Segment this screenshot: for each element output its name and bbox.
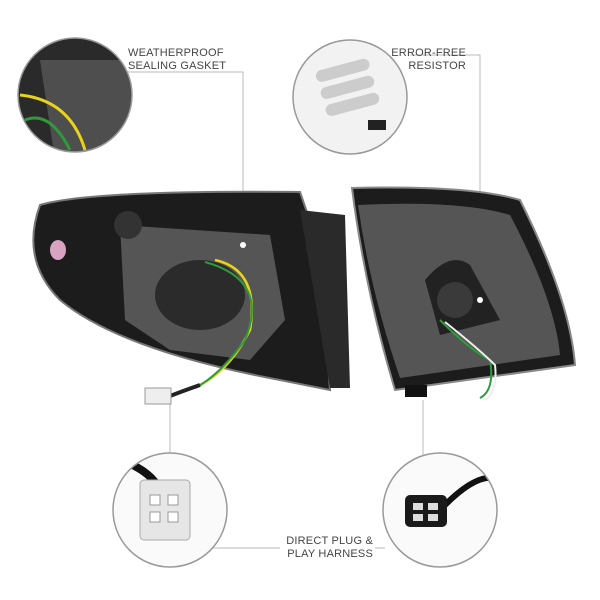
gasket-callout: WEATHERPROOF SEALING GASKET xyxy=(128,47,226,73)
inset-gasket-detail xyxy=(17,37,133,153)
resistor-callout: ERROR-FREE RESISTOR xyxy=(391,47,466,73)
harness-callout: DIRECT PLUG & PLAY HARNESS xyxy=(285,535,373,561)
harness-callout-line1: DIRECT PLUG & xyxy=(286,535,373,547)
left-tail-lamp xyxy=(32,190,350,405)
resistor-callout-line1: ERROR-FREE xyxy=(391,47,466,59)
inset-resistor-detail xyxy=(292,39,408,155)
inset-plug-detail xyxy=(112,452,228,568)
gasket-callout-line1: WEATHERPROOF xyxy=(128,47,224,59)
right-tail-lamp xyxy=(350,186,577,401)
gasket-callout-line2: SEALING GASKET xyxy=(128,60,227,72)
inset-harness-detail xyxy=(382,452,498,568)
resistor-callout-line2: RESISTOR xyxy=(408,60,466,72)
harness-callout-line2: PLAY HARNESS xyxy=(287,548,373,560)
